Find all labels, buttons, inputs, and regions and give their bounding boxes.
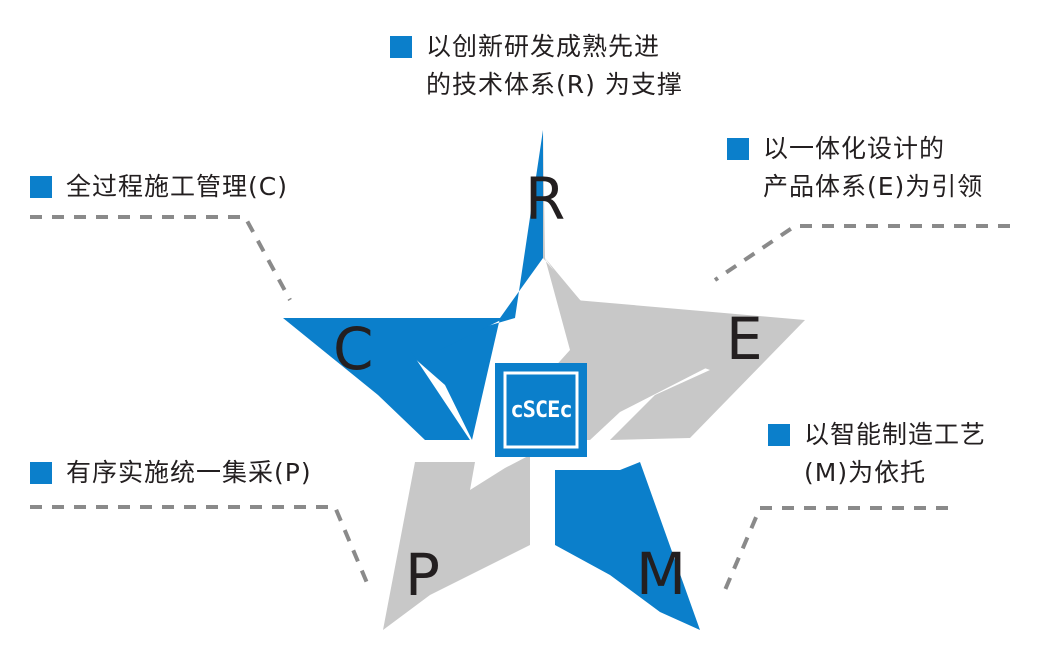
leader-p xyxy=(30,505,372,591)
star-bottom-right-arm xyxy=(555,462,700,630)
label-e-line2: 产品体系(E)为引领 xyxy=(763,172,984,201)
star-top-left-segment xyxy=(405,130,543,440)
cscec-logo-icon: cSCEc xyxy=(495,363,587,457)
label-r-line2: 的技术体系(R) 为支撑 xyxy=(426,70,683,99)
logo-inner-frame xyxy=(503,371,579,449)
bullet-square xyxy=(30,176,52,198)
label-m: 以智能制造工艺 (M)为依托 xyxy=(768,416,986,492)
label-e: 以一体化设计的 产品体系(E)为引领 xyxy=(727,130,983,206)
label-p-line1: 有序实施统一集采(P) xyxy=(66,458,312,487)
star-top-right-segment xyxy=(543,130,800,440)
star-left-arm xyxy=(283,318,505,440)
label-r-line1: 以创新研发成熟先进 xyxy=(426,32,661,61)
bullet-square xyxy=(30,462,52,484)
logo-text: cSCEc xyxy=(510,397,572,423)
label-e-line1: 以一体化设计的 xyxy=(763,134,946,163)
letter-e: E xyxy=(726,305,763,373)
letter-p: P xyxy=(405,541,440,609)
bullet-square xyxy=(390,36,412,58)
label-p: 有序实施统一集采(P) xyxy=(30,454,312,492)
bullet-square xyxy=(727,138,749,160)
label-m-line2: (M)为依托 xyxy=(804,458,927,487)
bullet-square xyxy=(768,424,790,446)
leader-e xyxy=(713,224,1010,282)
letter-m: M xyxy=(636,540,687,608)
letter-r: R xyxy=(525,165,566,233)
label-c: 全过程施工管理(C) xyxy=(30,168,288,206)
star-right-arm xyxy=(545,258,805,440)
label-m-line1: 以智能制造工艺 xyxy=(804,420,987,449)
label-r: 以创新研发成熟先进 的技术体系(R) 为支撑 xyxy=(390,28,683,104)
leader-m xyxy=(723,506,948,591)
star-bottom-left-arm xyxy=(383,455,530,630)
logo-box xyxy=(495,363,587,457)
letter-c: C xyxy=(333,315,374,383)
leader-c xyxy=(30,215,292,301)
leader-lines xyxy=(30,215,1010,591)
label-c-line1: 全过程施工管理(C) xyxy=(66,172,288,201)
